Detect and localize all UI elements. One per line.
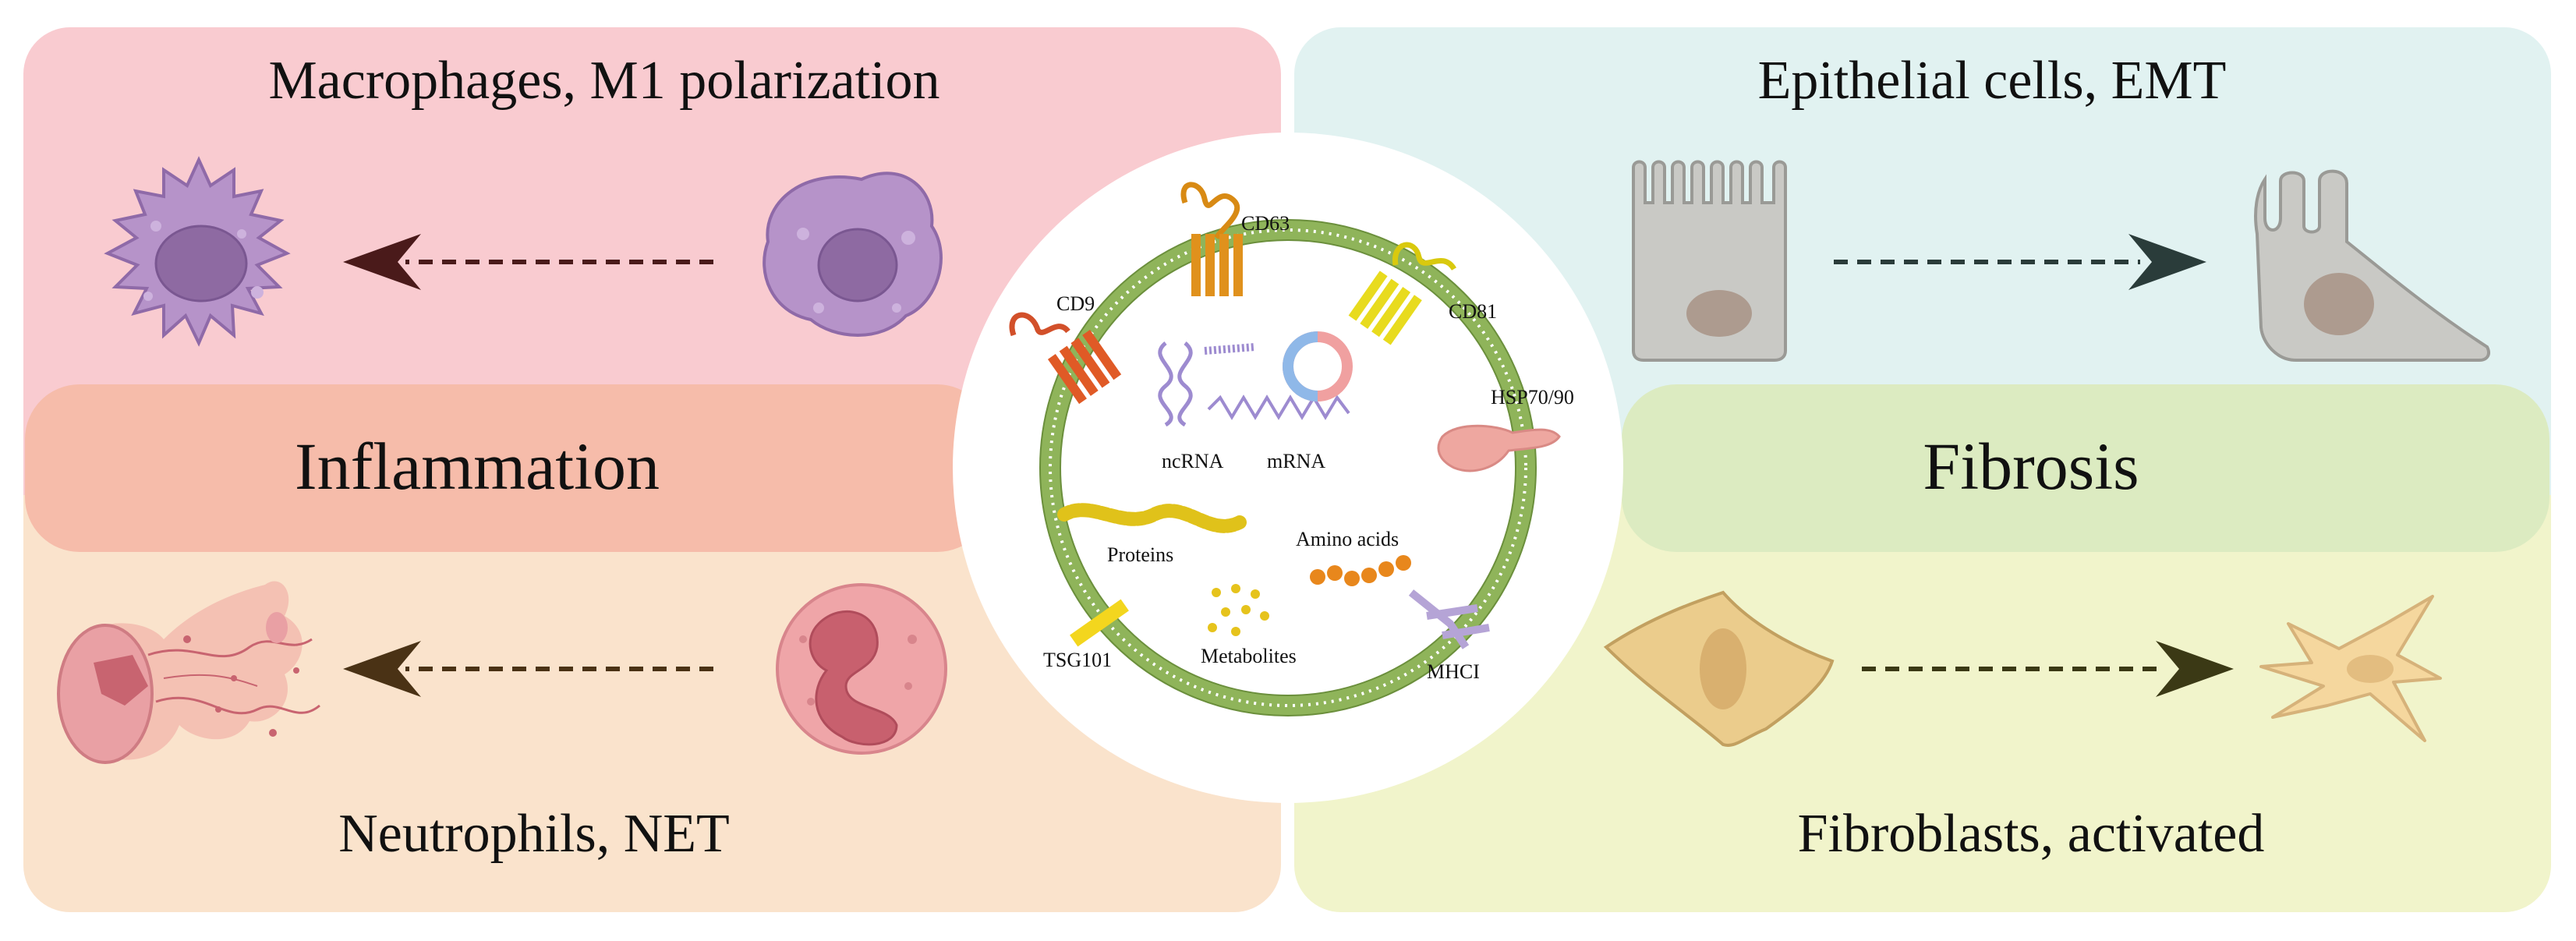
neutrophil-icon [776, 583, 947, 755]
ncrna-label: ncRNA [1162, 450, 1224, 472]
proteins-label: Proteins [1107, 543, 1173, 566]
macrophage-title: Macrophages, M1 polarization [268, 51, 940, 111]
epithelial-cell-icon [1632, 160, 1787, 362]
epithelial-title: Epithelial cells, EMT [1757, 51, 2227, 111]
mhci-protein-icon [1408, 589, 1490, 649]
neutrophil-arrow [343, 641, 713, 697]
inflammation-band [25, 384, 992, 552]
mrna-icon [1207, 394, 1350, 420]
cd81-protein-icon [1348, 242, 1456, 345]
net-neutrophil-icon [57, 581, 320, 764]
tsg101-label: TSG101 [1043, 649, 1112, 671]
inflammation-title: Inflammation [294, 429, 660, 504]
fibrosis-band [1622, 384, 2549, 552]
circrna-icon [1282, 331, 1353, 402]
hsp-label: HSP70/90 [1491, 386, 1574, 409]
metabolites-label: Metabolites [1201, 645, 1297, 667]
hsp-protein-icon [1437, 424, 1561, 472]
fibroblast-icon [1603, 590, 1835, 747]
amino-acids-icon [1310, 555, 1411, 586]
activated-fibroblast-icon [2259, 595, 2442, 742]
metabolites-icon [1208, 584, 1269, 636]
emt-arrow [1834, 234, 2206, 290]
mhci-label: MHCI [1427, 660, 1480, 683]
m1-macrophage-icon [104, 156, 291, 347]
tsg101-protein-icon [1070, 599, 1129, 647]
fibroblast-title: Fibroblasts, activated [1797, 804, 2265, 864]
mesenchymal-cell-icon [2254, 169, 2490, 362]
proteins-icon [1057, 503, 1247, 533]
fibrosis-title: Fibrosis [1923, 429, 2139, 504]
cd9-label: CD9 [1056, 292, 1095, 315]
amino-acids-label: Amino acids [1296, 528, 1399, 550]
fibroblast-arrow [1862, 641, 2234, 697]
ncrna-icon [1158, 341, 1256, 427]
m0-macrophage-icon [763, 172, 943, 337]
cd63-protein-icon [1180, 182, 1243, 296]
neutrophil-title: Neutrophils, NET [338, 804, 730, 864]
macrophage-arrow [343, 234, 713, 290]
cd81-label: CD81 [1449, 300, 1497, 323]
cd9-protein-icon [1009, 312, 1122, 405]
cd63-label: CD63 [1241, 212, 1290, 235]
mrna-label: mRNA [1267, 450, 1325, 472]
